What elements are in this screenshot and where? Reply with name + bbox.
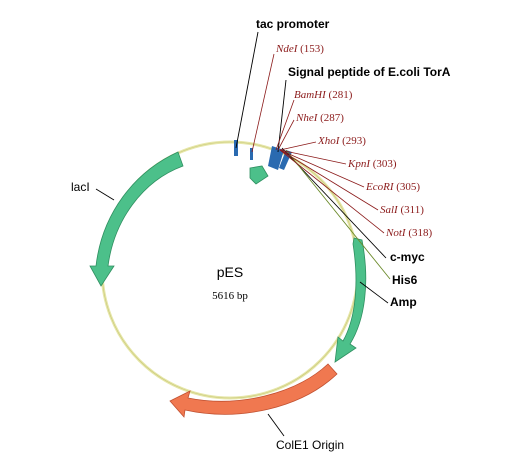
site-label-xhoi: XhoI (293) xyxy=(317,135,366,147)
cole1-leader xyxy=(267,413,285,437)
site-leader-xhoi xyxy=(279,141,317,151)
laci-arrow[interactable] xyxy=(89,151,184,287)
plasmid-size: 5616 bp xyxy=(212,290,248,302)
amp-label: Amp xyxy=(390,295,417,309)
site-leader-sali xyxy=(279,149,379,211)
site-label-sali: SalI (311) xyxy=(380,204,424,216)
his6-leader xyxy=(285,149,391,280)
plasmid-name: pES xyxy=(217,264,243,280)
tac-promoter-label: tac promoter xyxy=(256,17,330,31)
site-label-ecori: EcoRI (305) xyxy=(365,181,420,193)
site-leader-bamhi xyxy=(275,99,295,151)
site-leader-kpni xyxy=(279,149,347,165)
site-leader-noti xyxy=(279,149,385,234)
c-myc-label: c-myc xyxy=(390,250,425,264)
site-label-bamhi: BamHI (281) xyxy=(294,89,353,101)
laci-label: lacI xyxy=(71,180,90,194)
amp-leader xyxy=(359,281,389,304)
cole1-origin-arrow[interactable] xyxy=(169,363,338,418)
laci-leader xyxy=(95,188,115,201)
amp-arrow[interactable] xyxy=(334,237,367,363)
ndei-mark xyxy=(250,148,253,160)
signal-peptide-block[interactable] xyxy=(268,146,284,170)
his6-label: His6 xyxy=(392,273,418,287)
site-leader-nhei xyxy=(277,119,295,151)
cole1-origin-label: ColE1 Origin xyxy=(276,438,344,452)
site-leader-ecori xyxy=(279,149,365,188)
site-label-kpni: KpnI (303) xyxy=(347,158,397,170)
site-leader-ndei xyxy=(251,53,275,153)
site-label-ndei: NdeI (153) xyxy=(275,43,324,55)
site-label-nhei: NheI (287) xyxy=(295,112,344,124)
site-label-noti: NotI (318) xyxy=(385,227,432,239)
tac-promoter-leader xyxy=(235,31,259,149)
tac-promoter-arrow[interactable] xyxy=(249,165,269,185)
signal-peptide-label: Signal peptide of E.coli TorA xyxy=(288,65,451,79)
